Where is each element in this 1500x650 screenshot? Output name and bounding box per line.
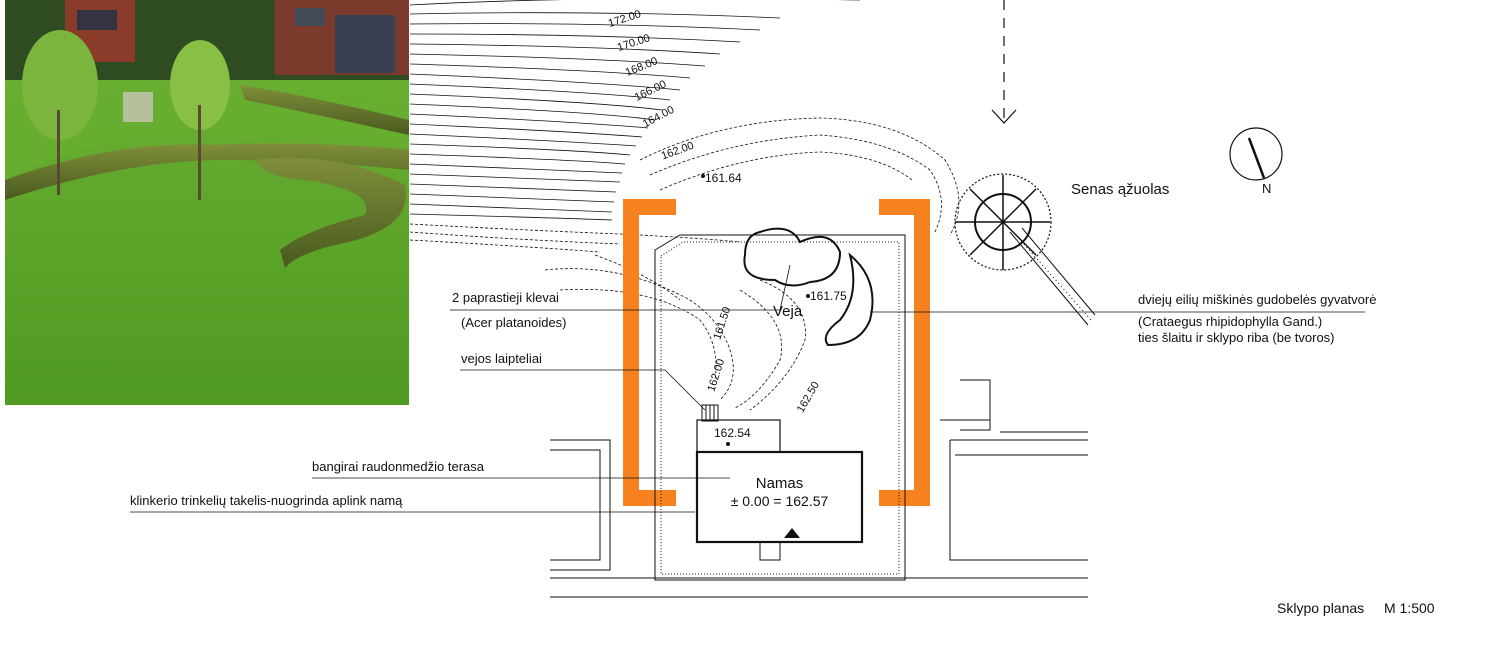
maples-label: 2 paprastieji klevai xyxy=(452,290,559,305)
steps-label: vejos laipteliai xyxy=(461,351,542,366)
maples-latin-label: (Acer platanoides) xyxy=(461,315,567,330)
garden-photo xyxy=(5,0,409,405)
house-level-label: ± 0.00 = 162.57 xyxy=(730,493,829,509)
scale-label: M 1:500 xyxy=(1384,600,1435,616)
spot-level: 161.75 xyxy=(810,289,847,303)
lawn-steps-icon xyxy=(701,404,719,422)
leader-lines xyxy=(130,264,1365,513)
plan-title: Sklypo planas xyxy=(1277,600,1365,616)
level-points xyxy=(701,174,810,446)
hedge-latin-label: (Crataegus rhipidophylla Gand.) xyxy=(1138,314,1323,329)
plot-boundary xyxy=(550,234,1088,598)
house-building xyxy=(695,419,864,561)
north-label: N xyxy=(1262,181,1272,196)
hedge-label: dviejų eilių miškinės gudobelės gyvatvor… xyxy=(1138,292,1377,307)
maple-trees-icon xyxy=(743,227,842,287)
terrace-label: bangirai raudonmedžio terasa xyxy=(312,459,484,474)
house-label: Namas xyxy=(755,475,804,492)
garden-photo-illustration xyxy=(5,0,409,405)
hedge-note-label: ties šlaitu ir sklypo riba (be tvoros) xyxy=(1138,330,1335,345)
terrace-level: 162.54 xyxy=(714,426,751,440)
orange-enclosure-markers xyxy=(623,199,930,506)
dashed-contours xyxy=(409,117,960,411)
north-arrow-icon xyxy=(1229,127,1283,181)
hedge-curve xyxy=(824,252,874,347)
lawn-label: Veja xyxy=(773,303,803,320)
contour-lines xyxy=(409,0,860,221)
paving-label: klinkerio trinkelių takelis-nuogrinda ap… xyxy=(130,493,403,508)
spot-level: 161.64 xyxy=(705,171,742,185)
oak-tree-icon xyxy=(954,173,1052,271)
hedge-diagonal xyxy=(1009,227,1096,326)
entry-arrow-icon xyxy=(991,0,1017,124)
oak-label: Senas ąžuolas xyxy=(1071,181,1170,198)
